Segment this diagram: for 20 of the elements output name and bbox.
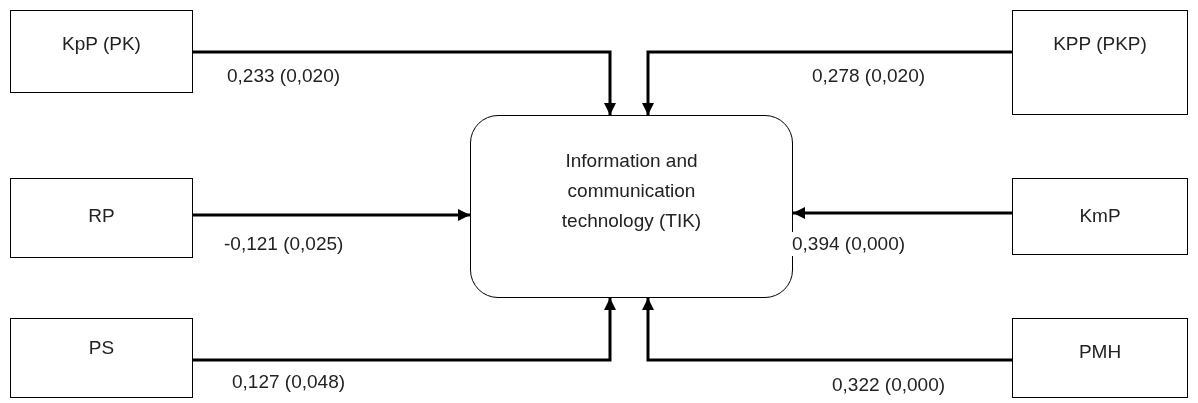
node-label: PMH [1078,340,1122,364]
arrow [193,298,616,362]
arrow [793,207,1012,219]
node-label: KmP [1079,204,1121,228]
arrow [642,298,1012,362]
variable-box [1012,10,1188,115]
node-label: KPP (PKP) [1053,32,1147,56]
arrow [193,50,616,115]
node-label: PS [88,336,115,360]
process-box [470,115,793,298]
arrow [193,209,470,221]
node-label: RP [88,204,115,228]
variable-box [10,318,193,398]
node-label: Information and communication technology (TIK) [560,149,703,233]
variable-box [1012,178,1188,255]
variable-box [1012,318,1188,398]
variable-box [10,10,193,93]
arrow [642,50,1012,115]
node-label: KpP (PK) [62,32,141,56]
variable-box [10,178,193,258]
